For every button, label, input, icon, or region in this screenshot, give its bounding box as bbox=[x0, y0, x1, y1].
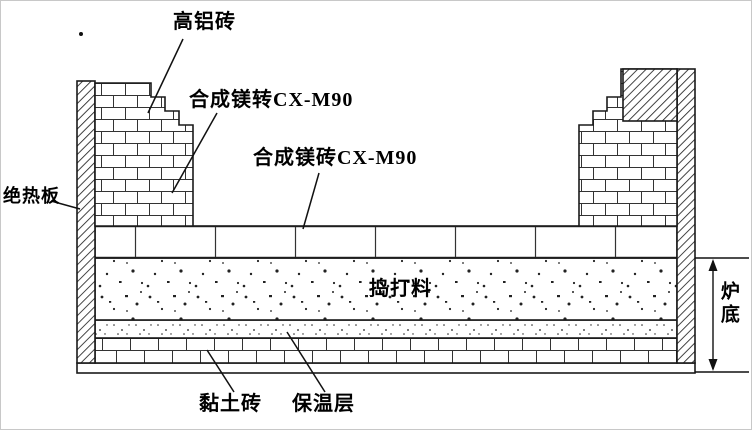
label-synthetic-magnesia-brick-1: 合成镁转CX-M90 bbox=[189, 89, 354, 111]
right-column-hatched-cap bbox=[622, 68, 678, 122]
label-ramming-material: 捣打料 bbox=[369, 278, 432, 300]
leader-magnesia-1 bbox=[171, 112, 218, 194]
ink-dot bbox=[79, 32, 83, 36]
leader-lines bbox=[50, 38, 326, 393]
label-insulation-board: 绝热板 bbox=[3, 186, 60, 206]
left-brick-column bbox=[94, 82, 194, 227]
arrowhead-down bbox=[708, 359, 718, 371]
leader-high-alumina bbox=[147, 38, 184, 114]
arrowhead-up bbox=[708, 259, 718, 271]
leader-insulation-layer bbox=[286, 331, 326, 393]
leader-insulation-board bbox=[50, 200, 81, 210]
ramming-material-layer bbox=[94, 257, 678, 321]
bottom-slab bbox=[76, 362, 696, 374]
clay-brick-layer bbox=[94, 337, 678, 364]
label-clay-brick: 黏土砖 bbox=[199, 393, 262, 415]
label-synthetic-magnesia-brick-2: 合成镁砖CX-M90 bbox=[253, 147, 418, 169]
right-insulation-board bbox=[676, 68, 696, 364]
leader-clay-brick bbox=[206, 349, 235, 393]
label-furnace-bottom: 炉底 bbox=[717, 281, 739, 327]
magnesia-brick-course bbox=[94, 225, 678, 259]
label-high-alumina-brick: 高铝砖 bbox=[173, 11, 236, 33]
furnace-structure bbox=[76, 68, 696, 374]
left-insulation-board bbox=[76, 80, 96, 364]
dimension-arrow bbox=[695, 257, 749, 373]
insulation-thin-layer bbox=[94, 319, 678, 339]
label-insulation-layer: 保温层 bbox=[292, 393, 355, 415]
leader-magnesia-2 bbox=[302, 172, 320, 230]
